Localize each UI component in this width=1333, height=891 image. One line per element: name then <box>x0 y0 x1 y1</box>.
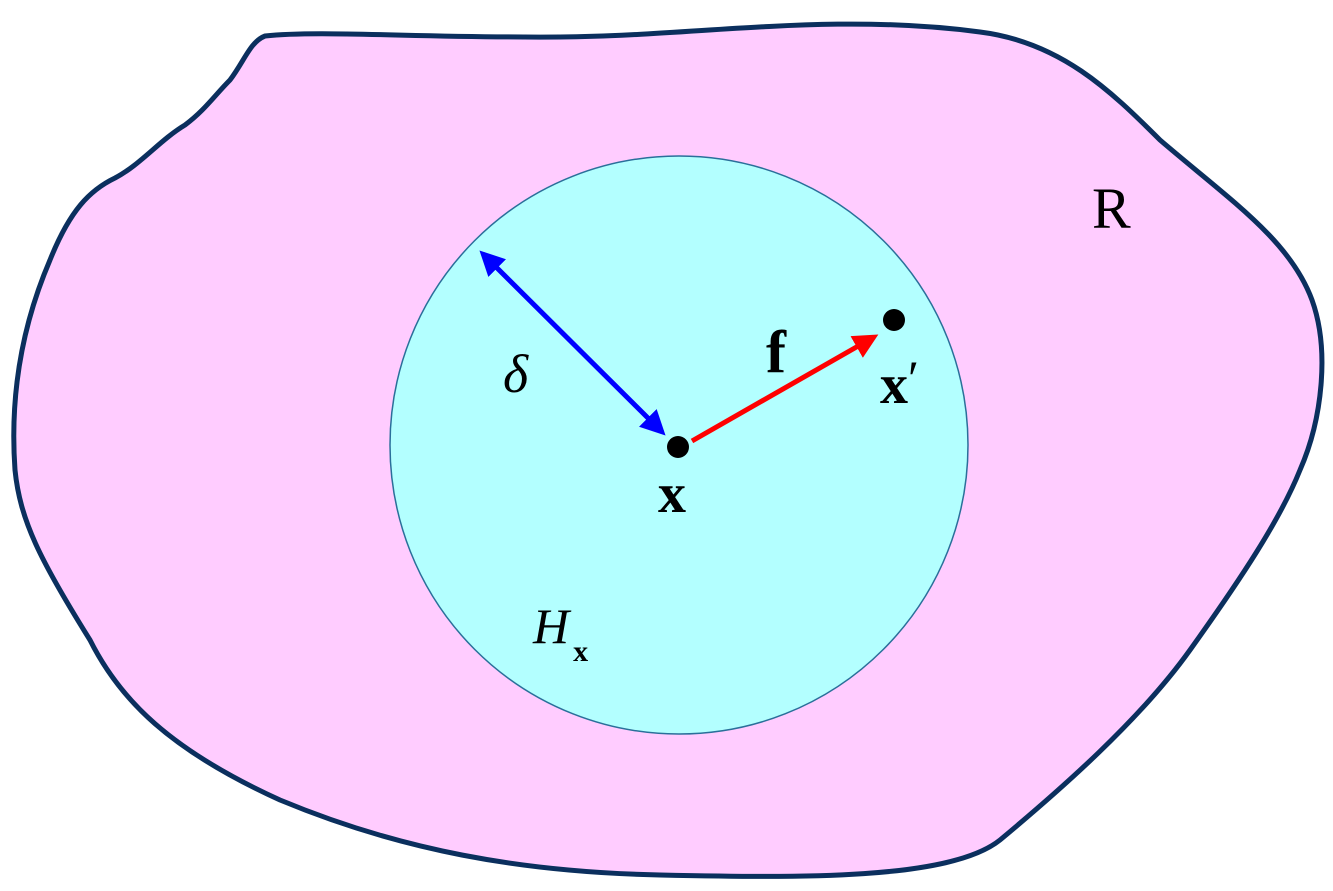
center-point-label: x <box>658 463 686 525</box>
endpoint-label: x′ <box>880 350 919 416</box>
endpoint-point-icon <box>883 309 905 331</box>
endpoint-label-main: x <box>880 354 908 416</box>
center-point-icon <box>667 436 689 458</box>
region-label: R <box>1092 176 1131 241</box>
neighborhood-label-main: H <box>532 598 572 654</box>
neighborhood-label-sub: x <box>573 635 588 668</box>
vector-arrow-icon <box>690 334 879 444</box>
radius-arrow-icon <box>479 250 666 436</box>
endpoint-label-prime: ′ <box>908 350 919 406</box>
radius-label: δ <box>503 344 529 404</box>
vector-label: f <box>766 319 787 385</box>
